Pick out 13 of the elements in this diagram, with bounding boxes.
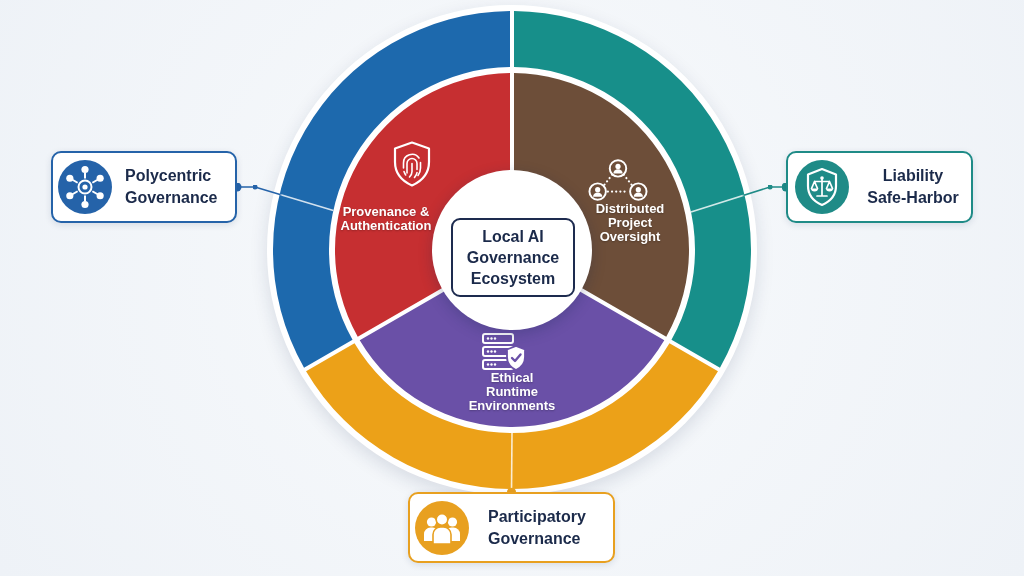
callout-box [786,151,973,223]
callout-label: Participatory Governance [488,506,587,549]
segment-label: Ethical Runtime Environments [467,371,557,413]
callout-box [408,492,615,563]
leader-line [690,183,787,213]
callout-label: Liability Safe-Harbor [866,166,960,208]
leader-line [507,432,516,493]
segment-label: Provenance & Authentication [339,205,433,233]
callout-label: Polycentric Governance [125,166,219,208]
leader-line [236,183,335,212]
hub-label: Local AI Governance Ecosystem [451,218,575,297]
segment-label: Distributed Project Oversight [594,202,666,244]
callout-box [51,151,237,223]
